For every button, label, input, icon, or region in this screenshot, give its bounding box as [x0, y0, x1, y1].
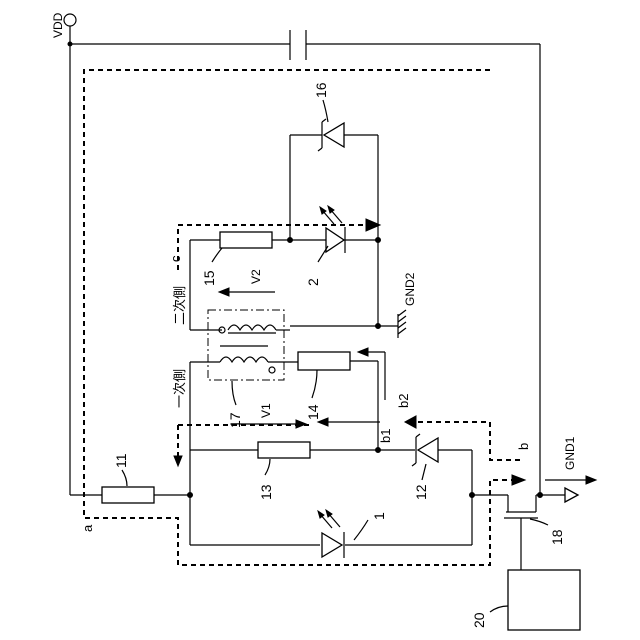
resistor-11: [102, 487, 154, 503]
vdd-terminal: [64, 14, 76, 46]
led-2-light-arrows-icon: [320, 206, 342, 224]
ground-symbol-gnd1: [565, 488, 578, 502]
ref-1: 1: [371, 512, 387, 520]
current-path-c: [178, 219, 380, 270]
ref-11: 11: [113, 453, 129, 468]
path-a-label: a: [80, 524, 95, 532]
v2-label: V2: [249, 269, 263, 284]
gnd1-label: GND1: [563, 436, 577, 470]
top-rail: [70, 44, 540, 495]
ref-14: 14: [305, 404, 321, 420]
ref-20: 20: [471, 612, 487, 628]
path-c-label: c: [168, 255, 183, 262]
ref-18: 18: [549, 529, 565, 545]
ref-2: 2: [305, 278, 321, 286]
resistor-13: [258, 442, 310, 458]
mosfet-18: [504, 495, 538, 570]
secondary-circuit: [190, 135, 398, 330]
vdd-label: VDD: [51, 12, 65, 38]
gnd2-label: GND2: [403, 272, 417, 306]
path-b-label: b: [516, 443, 531, 450]
v2-arrow: [219, 288, 275, 296]
ref-13: 13: [258, 484, 274, 500]
led-1: [322, 532, 344, 558]
ref-15: 15: [201, 270, 217, 286]
diode-12: [412, 434, 438, 466]
led-1-light-arrows-icon: [318, 510, 340, 528]
path-b1-label: b1: [378, 429, 393, 443]
ref-16: 16: [313, 82, 329, 98]
path-b2-label: b2: [396, 394, 411, 408]
ground-symbol-gnd2: [398, 310, 406, 338]
resistor-15: [220, 232, 272, 248]
led-2: [326, 227, 345, 253]
secondary-side-label: 二次側: [172, 286, 187, 325]
gnd1-arrow: [545, 476, 596, 484]
resistor-14: [298, 352, 350, 370]
controller-20: [508, 570, 580, 630]
b2-arrow: [358, 348, 385, 400]
ref-17: 17: [227, 412, 243, 428]
current-path-b: [405, 416, 520, 460]
transformer-17: [219, 325, 276, 373]
capacitor: [290, 30, 306, 60]
transformer-17-box: [208, 310, 284, 380]
ref-12: 12: [413, 484, 429, 500]
zener-diode-16: [318, 119, 344, 151]
primary-side-label: 一次側: [172, 369, 187, 408]
v1-label: V1: [259, 403, 273, 418]
